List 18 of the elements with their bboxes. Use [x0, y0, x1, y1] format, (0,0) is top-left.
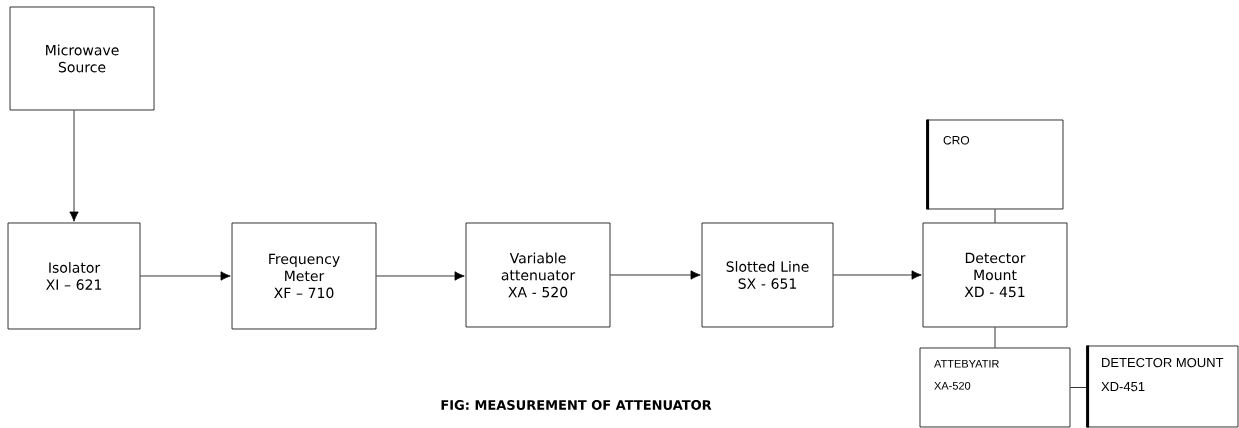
connector-line	[1070, 387, 1087, 388]
block-box: Detector Mount XD - 451	[922, 222, 1068, 328]
arrow	[376, 271, 465, 281]
block-box: ATTEBYATIR XA-520	[919, 347, 1071, 428]
block-box: DETECTOR MOUNT XD-451	[1086, 345, 1239, 428]
block-box: Slotted Line SX - 651	[701, 222, 834, 328]
arrow	[610, 270, 701, 280]
connector-line	[994, 209, 996, 223]
figure-caption: FIG: MEASUREMENT OF ATTENUATOR	[441, 400, 712, 410]
block-box: Frequency Meter XF – 710	[231, 222, 377, 330]
arrow	[833, 270, 922, 280]
block-box: Isolator XI – 621	[7, 222, 141, 330]
connector-line	[994, 327, 996, 348]
oscilloscope-box: CRO	[926, 119, 1064, 210]
block-box: Variable attenuator XA - 520	[465, 222, 611, 328]
block-box: Microwave Source	[9, 6, 155, 111]
arrow	[140, 271, 231, 281]
arrow	[69, 110, 79, 222]
